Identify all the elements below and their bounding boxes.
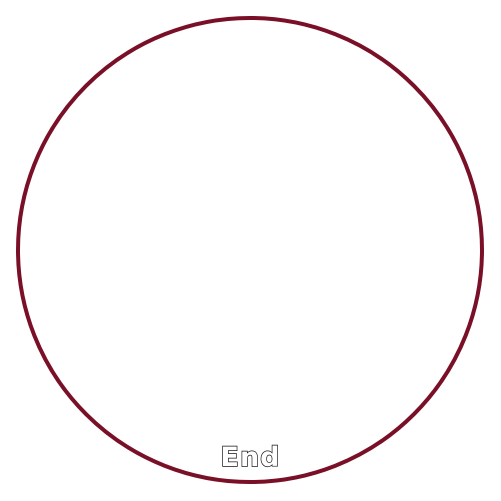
track-circle (16, 16, 484, 484)
end-marker-label: End (220, 442, 281, 473)
